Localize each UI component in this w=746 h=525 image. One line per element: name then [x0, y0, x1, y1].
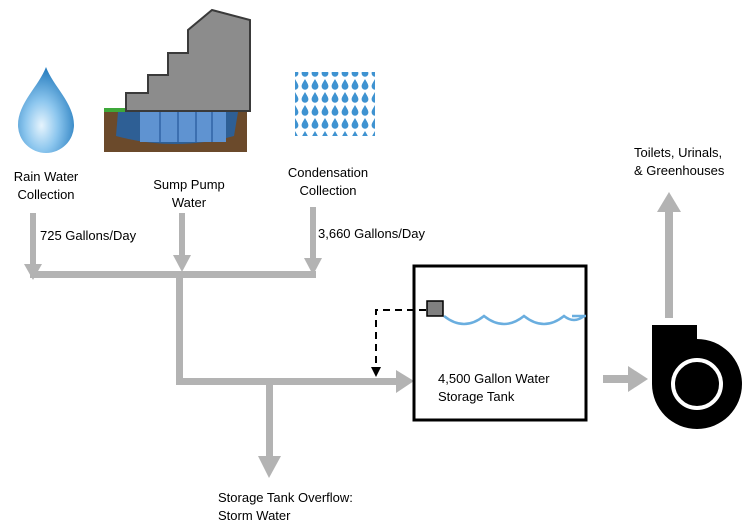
condensation-flow-rate: 3,660 Gallons/Day	[318, 226, 425, 241]
condensation-label: Condensation Collection	[287, 165, 369, 198]
rain-water-label: Rain Water Collection	[13, 169, 79, 202]
storage-tank	[412, 264, 588, 422]
building-sump-icon	[104, 8, 251, 152]
sump-pump-label: Sump Pump Water	[153, 177, 225, 210]
condensation-drops-icon	[295, 72, 375, 136]
rain-flow-rate: 725 Gallons/Day	[40, 228, 137, 243]
tank-label: 4,500 Gallon Water Storage Tank	[438, 371, 550, 404]
level-sensor	[371, 300, 444, 377]
rain-drop-icon	[18, 67, 74, 153]
pump-icon	[652, 325, 742, 429]
pipe-network	[24, 192, 681, 478]
destination-label: Toilets, Urinals, & Greenhouses	[634, 145, 725, 178]
overflow-label: Storage Tank Overflow: Storm Water	[218, 490, 353, 523]
